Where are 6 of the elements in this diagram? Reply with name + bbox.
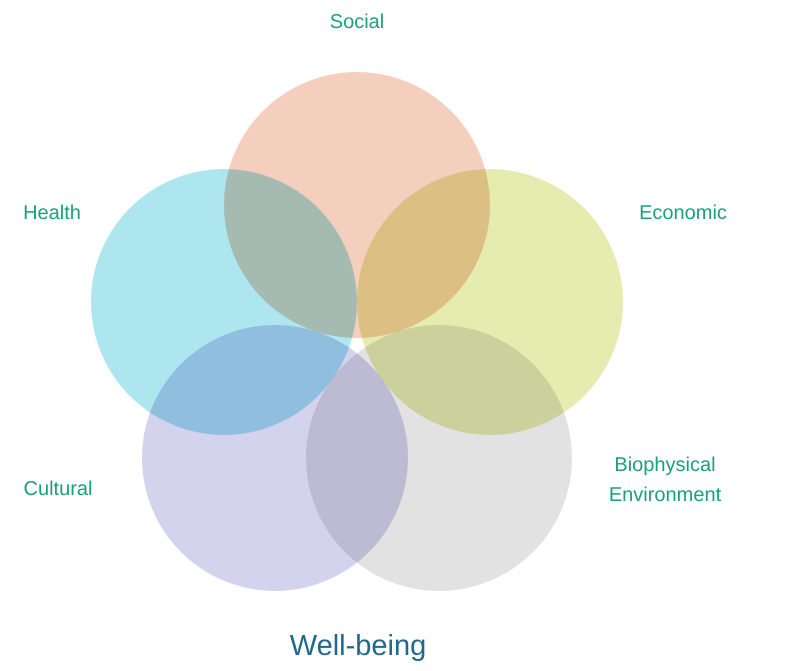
circle-label: Health <box>22 200 82 226</box>
circle-label: Cultural <box>22 476 94 502</box>
diagram-title: Well-being <box>288 630 428 663</box>
circle-label: Economic <box>638 200 728 226</box>
circle-label: Biophysical Environment <box>608 452 722 508</box>
circle-label: Social <box>328 10 386 35</box>
